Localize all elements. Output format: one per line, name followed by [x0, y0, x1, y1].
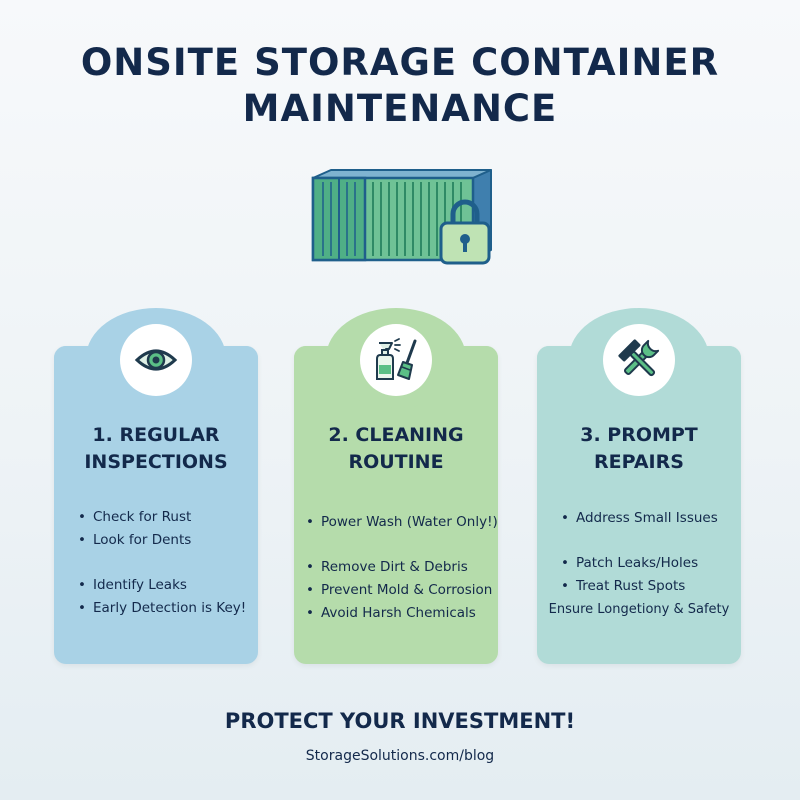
card-title-line-2: REPAIRS — [594, 451, 684, 473]
card-title-line-1: 3. PROMPT — [580, 424, 698, 446]
card-list: •Power Wash (Water Only!) •Remove Dirt &… — [306, 511, 498, 625]
list-item: •Early Detection is Key! — [78, 600, 247, 616]
shipping-container-with-padlock-icon — [311, 169, 492, 265]
list-item: Ensure Longetiony & Safety — [548, 602, 730, 617]
card-title-line-2: INSPECTIONS — [84, 451, 228, 473]
card-title: 1. REGULAR INSPECTIONS — [54, 422, 258, 476]
icon-circle — [120, 324, 192, 396]
page-title-line-2: MAINTENANCE — [242, 87, 558, 130]
list-item: •Patch Leaks/Holes — [561, 555, 699, 571]
card-prompt-repairs: 3. PROMPT REPAIRS •Address Small Issues … — [537, 308, 741, 664]
card-title: 2. CLEANING ROUTINE — [294, 422, 498, 476]
card-title-line-1: 2. CLEANING — [328, 424, 464, 446]
list-item: •Check for Rust — [78, 509, 192, 525]
list-item: •Identify Leaks — [78, 577, 187, 593]
list-item: •Remove Dirt & Debris — [306, 559, 468, 575]
list-item: •Avoid Harsh Chemicals — [306, 605, 476, 621]
eye-icon — [134, 349, 178, 371]
card-regular-inspections: 1. REGULAR INSPECTIONS •Check for Rust •… — [54, 308, 258, 664]
spray-bottle-and-brush-icon — [376, 338, 417, 380]
list-item: •Treat Rust Spots — [561, 578, 686, 594]
card-cleaning-routine: 2. CLEANING ROUTINE •Power Wash (Water O… — [294, 308, 498, 664]
icon-circle — [603, 324, 675, 396]
card-title: 3. PROMPT REPAIRS — [537, 422, 741, 476]
list-item: •Address Small Issues — [561, 510, 718, 526]
footer-url[interactable]: StorageSolutions.com/blog — [305, 748, 495, 764]
list-item: •Power Wash (Water Only!) — [306, 514, 498, 530]
card-list: •Check for Rust •Look for Dents •Identif… — [78, 506, 258, 620]
icon-circle — [360, 324, 432, 396]
page-title: ONSITE STORAGE CONTAINER MAINTENANCE — [0, 40, 800, 132]
page-title-line-1: ONSITE STORAGE CONTAINER — [80, 41, 720, 84]
card-list: •Address Small Issues •Patch Leaks/Holes… — [537, 507, 741, 621]
list-item: •Prevent Mold & Corrosion — [306, 582, 493, 598]
wrench-and-hammer-icon — [618, 339, 660, 377]
list-item: •Look for Dents — [78, 532, 192, 548]
card-title-line-1: 1. REGULAR — [92, 424, 220, 446]
footer-headline: PROTECT YOUR INVESTMENT! — [224, 709, 576, 733]
card-title-line-2: ROUTINE — [348, 451, 444, 473]
